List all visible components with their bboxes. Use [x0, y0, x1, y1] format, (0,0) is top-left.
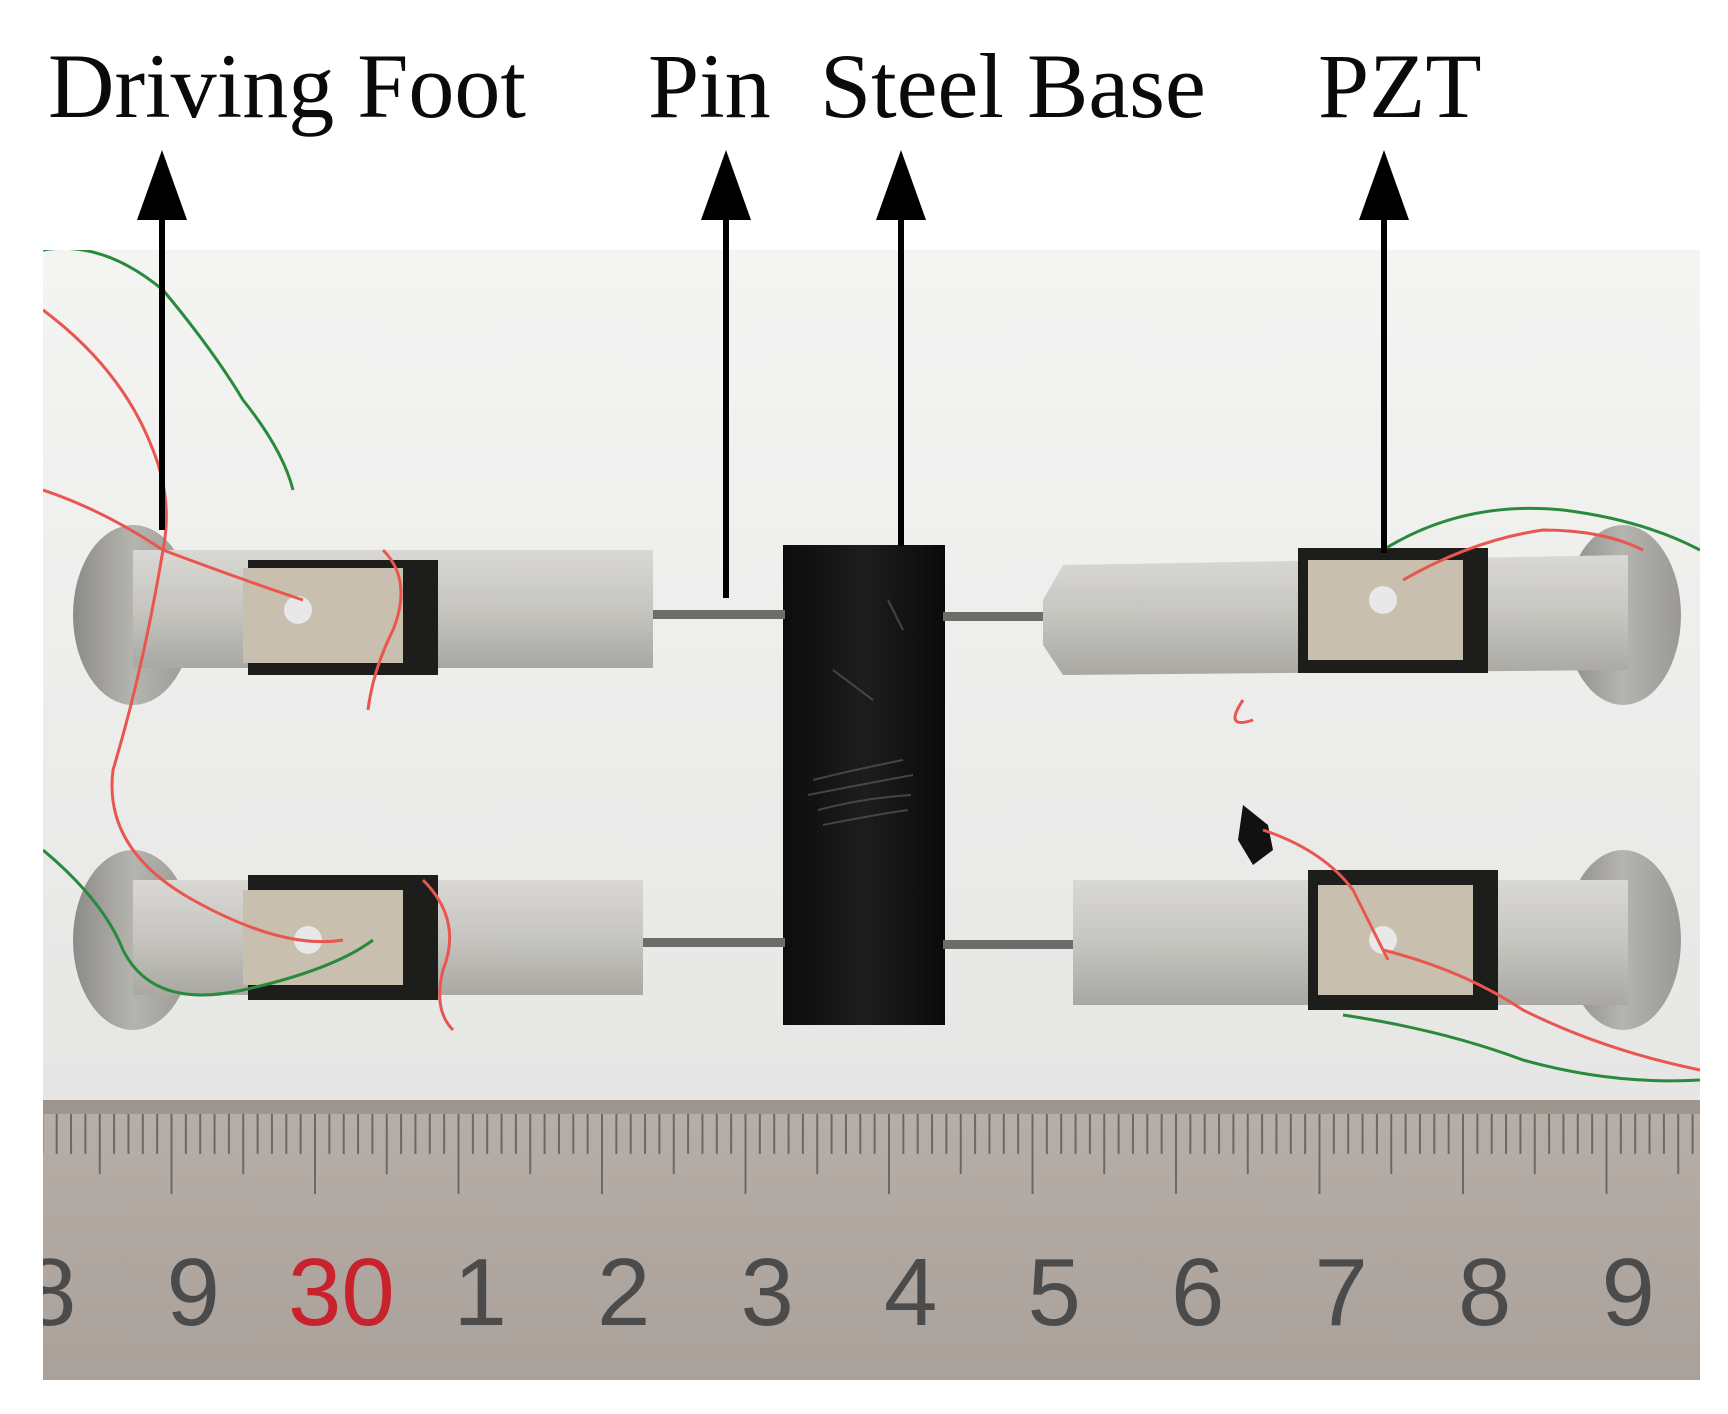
label-steel-base: Steel Base: [820, 35, 1206, 137]
pins: [643, 610, 1073, 949]
label-pin: Pin: [648, 35, 771, 137]
ruler-number: 1: [454, 1239, 507, 1346]
ruler-number: 9: [1602, 1239, 1655, 1346]
ruler-number: 8: [43, 1239, 76, 1346]
steel-base: [783, 545, 945, 1025]
ruler-number: 4: [884, 1239, 937, 1346]
actuator-bottom-right: [1073, 805, 1681, 1030]
arrow-pin: [701, 150, 751, 598]
wires: [43, 250, 1700, 1083]
arrow-steel-base: [876, 150, 926, 546]
ruler-number: 9: [167, 1239, 220, 1346]
motor-photograph: 89301234567894: [43, 250, 1700, 1380]
ruler-number: 30: [288, 1239, 395, 1346]
arrow-driving-foot: [137, 150, 187, 530]
actuator-top-right: [1043, 525, 1681, 705]
actuator-top-left: [73, 525, 653, 705]
label-pzt: PZT: [1318, 35, 1482, 137]
arrow-pzt: [1359, 150, 1409, 553]
ruler-number: 6: [1171, 1239, 1224, 1346]
ruler-number: 7: [1315, 1239, 1368, 1346]
ruler: 89301234567894: [43, 1100, 1700, 1380]
ruler-number: 8: [1458, 1239, 1511, 1346]
label-driving-foot: Driving Foot: [48, 35, 526, 137]
ruler-number: 3: [741, 1239, 794, 1346]
ruler-number: 5: [1028, 1239, 1081, 1346]
ruler-number: 2: [597, 1239, 650, 1346]
